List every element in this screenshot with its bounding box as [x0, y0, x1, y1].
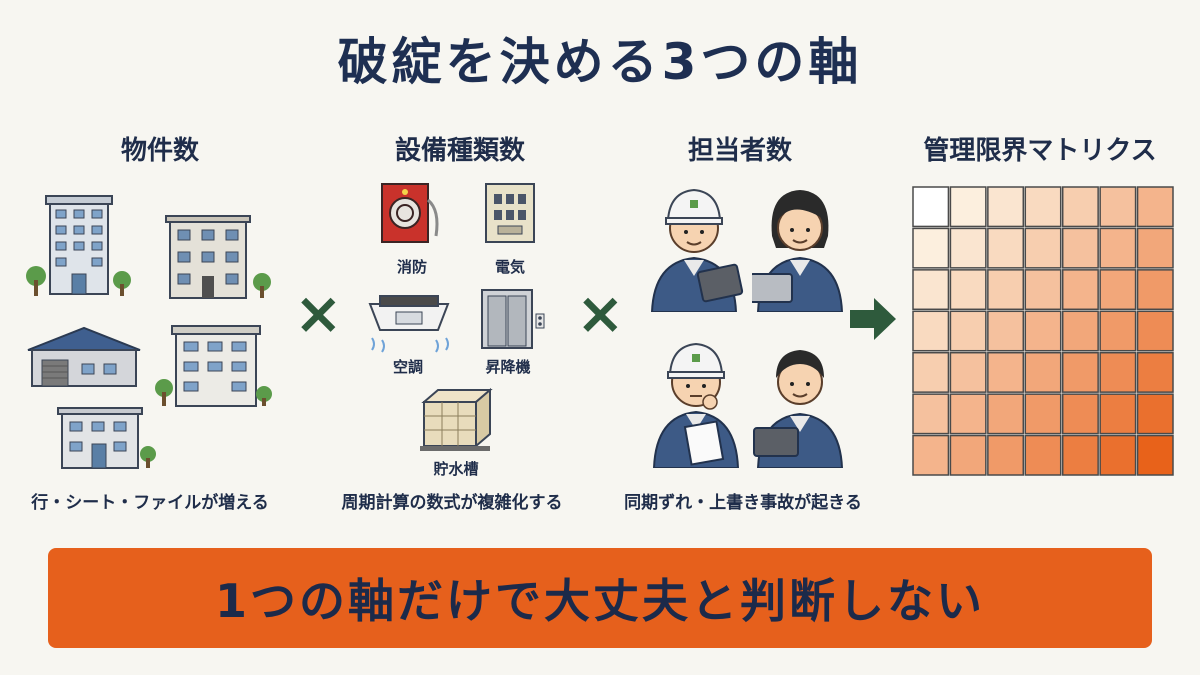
- matrix-cell: [1061, 269, 1099, 311]
- matrix-cell: [1099, 310, 1137, 352]
- matrix-cell: [912, 393, 950, 435]
- worker-icon: [652, 342, 740, 468]
- matrix-cell: [1061, 434, 1099, 476]
- fire-hydrant-icon: [381, 183, 439, 243]
- matrix-cell: [912, 434, 950, 476]
- matrix-cell: [1024, 393, 1062, 435]
- matrix-cell: [1136, 186, 1174, 228]
- heading-equipment: 設備種類数: [394, 136, 525, 166]
- matrix-cell: [1061, 310, 1099, 352]
- elevator-icon: [481, 289, 545, 349]
- heading-matrix: 管理限界マトリクス: [923, 136, 1157, 166]
- matrix-cell: [949, 434, 987, 476]
- matrix-cell: [1136, 351, 1174, 393]
- warehouse-icon: [27, 326, 141, 387]
- matrix-cell: [987, 393, 1025, 435]
- matrix-cell: [912, 227, 950, 269]
- multiply-operator-1: ×: [294, 279, 343, 347]
- equipment-label-elevator: 昇降機: [485, 358, 531, 376]
- matrix-cell: [1099, 434, 1137, 476]
- matrix-cell: [1024, 310, 1062, 352]
- matrix-cell: [1136, 227, 1174, 269]
- matrix-cell: [1061, 186, 1099, 228]
- worker-icon: [753, 350, 844, 468]
- matrix-cell: [987, 434, 1025, 476]
- conclusion-banner: 1つの軸だけで大丈夫と判断しない: [48, 548, 1152, 648]
- matrix-cell: [1099, 351, 1137, 393]
- caption-properties: 行・シート・ファイルが増える: [31, 493, 269, 513]
- matrix-cell: [949, 227, 987, 269]
- matrix-cell: [1099, 227, 1137, 269]
- heading-properties: 物件数: [120, 136, 199, 166]
- electric-panel-icon: [485, 183, 535, 243]
- arrow-right-icon: [850, 298, 896, 340]
- multiply-operator-2: ×: [576, 279, 625, 347]
- air-conditioner-icon: [368, 295, 450, 353]
- matrix-cell: [912, 351, 950, 393]
- matrix-cell: [1061, 393, 1099, 435]
- small-office-icon: [57, 407, 156, 469]
- matrix-cell: [949, 351, 987, 393]
- matrix-cell: [949, 310, 987, 352]
- matrix-cell: [1099, 393, 1137, 435]
- matrix-cell: [949, 393, 987, 435]
- conclusion-text: 1つの軸だけで大丈夫と判断しない: [214, 574, 985, 628]
- worker-icon: [752, 190, 844, 312]
- caption-staff: 同期ずれ・上書き事故が起きる: [624, 493, 862, 513]
- matrix-cell: [1136, 393, 1174, 435]
- worker-icon: [650, 188, 744, 312]
- matrix-cell: [912, 310, 950, 352]
- apartment-icon: [165, 215, 271, 299]
- water-tank-icon: [420, 387, 493, 451]
- page-title: 破綻を決める3つの軸: [337, 33, 863, 91]
- matrix-cell: [1136, 310, 1174, 352]
- matrix-cell: [1099, 186, 1137, 228]
- matrix-cell: [1136, 434, 1174, 476]
- matrix-cell: [987, 186, 1025, 228]
- matrix-cell: [1024, 269, 1062, 311]
- equipment-label-water-tank: 貯水槽: [433, 460, 479, 478]
- matrix-cell: [949, 269, 987, 311]
- matrix-cell: [1061, 351, 1099, 393]
- equipment-label-aircon: 空調: [392, 358, 423, 376]
- matrix-cell: [1061, 227, 1099, 269]
- matrix-cell: [949, 186, 987, 228]
- caption-equipment: 周期計算の数式が複雑化する: [341, 493, 563, 513]
- mid-rise-building-icon: [155, 325, 272, 407]
- matrix-cell: [912, 186, 950, 228]
- matrix-cell: [1024, 434, 1062, 476]
- matrix-cell: [912, 269, 950, 311]
- matrix-cell: [1024, 227, 1062, 269]
- matrix-cell: [987, 310, 1025, 352]
- matrix-cell: [987, 269, 1025, 311]
- heading-staff: 担当者数: [687, 136, 792, 166]
- matrix-cell: [987, 227, 1025, 269]
- equipment-label-electric: 電気: [494, 258, 525, 276]
- equipment-label-fire: 消防: [396, 258, 427, 276]
- matrix-cell: [1136, 269, 1174, 311]
- matrix-cell: [1024, 186, 1062, 228]
- matrix-cell: [1099, 269, 1137, 311]
- office-building-icon: [26, 195, 131, 296]
- management-limit-matrix: [912, 186, 1174, 476]
- matrix-cell: [987, 351, 1025, 393]
- matrix-cell: [1024, 351, 1062, 393]
